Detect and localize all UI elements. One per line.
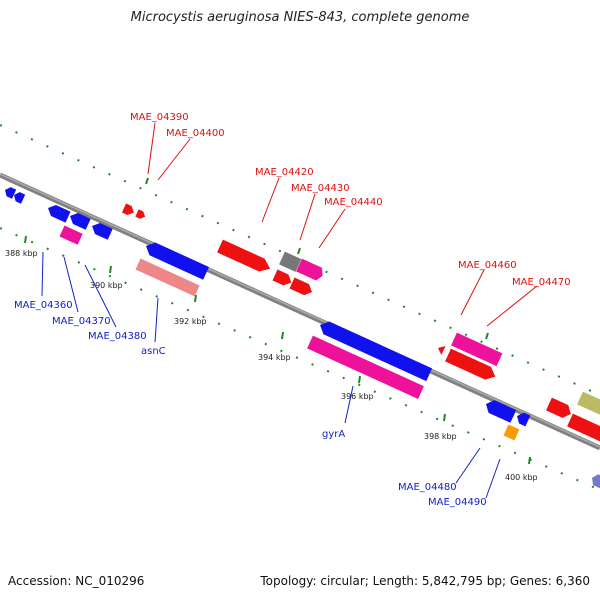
inner-dotted-track [0,227,600,491]
gene-red-long-1[interactable] [445,348,498,383]
label-mae-04420: MAE_04420 [255,167,314,178]
genome-title: Microcystis aeruginosa NIES-843, complet… [130,10,470,25]
genome-stats-text: Topology: circular; Length: 5,842,795 bp… [260,574,590,588]
gene-blue-left-1[interactable] [3,185,17,199]
gene-purple-edge[interactable] [590,473,600,492]
tick-label-390: 390 kbp [90,281,123,290]
gene-gyra[interactable] [307,335,424,399]
gene-mae-04430[interactable] [279,251,302,272]
label-mae-04460: MAE_04460 [458,260,517,271]
tick-label-394: 394 kbp [258,353,291,362]
gene-mae-04490[interactable] [503,424,520,441]
gene-olive-edge[interactable] [577,391,600,417]
gene-mae-04440[interactable] [296,258,325,283]
gene-red-edge-2[interactable] [567,413,600,443]
tick-label-388: 388 kbp [5,249,38,258]
gene-pink-small[interactable] [59,225,83,245]
label-mae-04490: MAE_04490 [428,497,487,508]
label-mae-04390: MAE_04390 [130,112,189,123]
gene-mae-04360[interactable] [46,203,71,223]
gene-mae-04460[interactable] [436,343,446,356]
label-mae-04370: MAE_04370 [52,316,111,327]
blue-leader-lines [41,251,501,499]
gene-red-edge-1[interactable] [546,397,574,421]
gene-mae-04400[interactable] [135,209,147,220]
label-mae-04360: MAE_04360 [14,300,73,311]
gene-mae-04420[interactable] [217,239,273,276]
accession-text: Accession: NC_010296 [8,574,145,588]
genome-backbone [0,172,600,451]
label-mae-04400: MAE_04400 [166,128,225,139]
gene-mae-04490-blue[interactable] [515,411,531,427]
gene-mae-04480[interactable] [483,398,517,423]
gene-mae-04370[interactable] [68,211,91,230]
outer-major-ticks [145,177,489,340]
gene-mae-04470[interactable] [451,332,503,367]
tick-label-398: 398 kbp [424,432,457,441]
tick-label-396: 396 kbp [341,392,374,401]
gene-red-small-2[interactable] [289,277,315,298]
label-mae-04430: MAE_04430 [291,183,350,194]
label-gyra: gyrA [322,429,345,440]
label-mae-04480: MAE_04480 [398,482,457,493]
gene-gyra-blue[interactable] [317,319,433,382]
gene-asnc[interactable] [135,258,200,297]
label-mae-04380: MAE_04380 [88,331,147,342]
gene-red-small-1[interactable] [272,269,294,288]
label-asnc: asnC [141,346,166,357]
gene-mae-04380[interactable] [90,221,113,240]
red-leader-lines [147,122,538,327]
tick-label-400: 400 kbp [505,473,538,482]
label-mae-04470: MAE_04470 [512,277,571,288]
genome-backbone-highlight [0,173,600,448]
tick-label-392: 392 kbp [174,317,207,326]
gene-mae-04390[interactable] [121,203,136,217]
ruler-major-ticks [24,235,531,465]
gene-asnc-blue[interactable] [143,240,209,280]
label-mae-04440: MAE_04440 [324,197,383,208]
gene-blue-left-2[interactable] [12,190,26,204]
